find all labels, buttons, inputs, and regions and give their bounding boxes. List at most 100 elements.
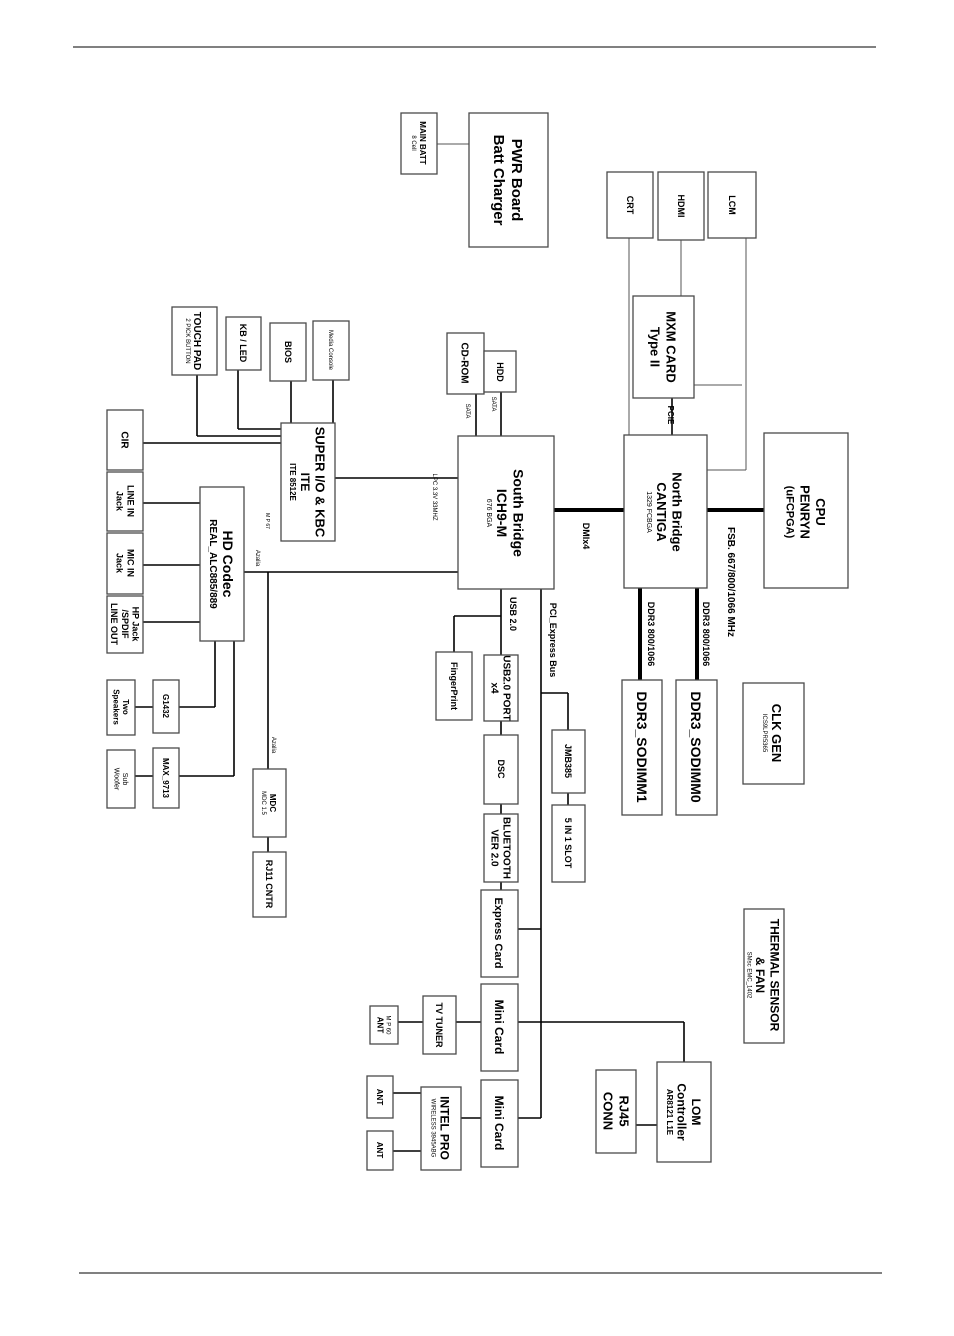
ant-tv-box xyxy=(369,1005,399,1045)
lpc-bus-label: LPC 3.3V 33MHZ xyxy=(431,473,437,520)
touch-pad-label-line: TOUCH PAD xyxy=(191,312,202,371)
ddr3-sodimm0-box xyxy=(675,679,718,816)
pci-express-bus-bus-label: PCI_Express Bus xyxy=(548,603,558,678)
hdd-box xyxy=(483,350,517,393)
lom-label-line: AR8121 L1E xyxy=(665,1089,674,1136)
azalia-1-bus-label: Azalia xyxy=(254,550,260,567)
sata-1-bus-label: SATA xyxy=(464,404,470,419)
rj11-label-line: RJ11 CNTR xyxy=(264,860,274,909)
mic-in-label-line: Jack xyxy=(114,553,124,574)
dmi-bus-label: DMIx4 xyxy=(581,523,591,550)
thermal-label-line: SMsc EMC_1402 xyxy=(746,952,752,999)
fsb-bus-label: FSB. 667/800/1066 MHz xyxy=(725,527,736,637)
south-bridge-label-line: South Bridge xyxy=(511,469,527,557)
rj45-label-line: RJ45 xyxy=(616,1095,631,1126)
super-io-label-line: ITE xyxy=(298,473,312,492)
usb-port-label-line: x4 xyxy=(489,682,500,694)
kb-led-label-line: KB / LED xyxy=(238,324,248,363)
lcm-box xyxy=(707,171,757,239)
mdc-label-line: MDC 1.5 xyxy=(260,791,266,815)
tv-tuner-label-line: TV TUNER xyxy=(434,1003,444,1049)
lom-label-line: LOM xyxy=(689,1099,703,1126)
two-speakers-box xyxy=(106,679,136,736)
cd-rom-box xyxy=(446,332,485,395)
touch-pad-box xyxy=(171,306,218,376)
crt-label-line: CRT xyxy=(625,196,635,215)
mini-card-2-label-line: Mini Card xyxy=(492,1096,506,1151)
sub-woofer-label-line: Woofer xyxy=(112,768,119,791)
main-batt-box xyxy=(400,112,438,175)
mdc-label-line: MDC xyxy=(268,794,277,812)
intel-pro-label-line: WIRELESS 3945ABG xyxy=(430,1099,436,1158)
mxm-label-line: MXM CARD xyxy=(663,311,678,383)
rj11-box xyxy=(252,851,287,918)
super-io-label-line: SUPER I/O & KBC xyxy=(312,427,327,538)
mdc-box xyxy=(252,768,287,838)
ddr3-sodimm0-label-line: DDR3_SODIMM0 xyxy=(688,691,704,802)
express-card-label-line: Express Card xyxy=(492,898,504,969)
clk-gen-label-line: CLK GEN xyxy=(769,704,784,763)
intel-pro-box xyxy=(420,1086,462,1171)
dsc-label: DSC xyxy=(496,759,506,779)
clk-gen-box xyxy=(742,682,805,785)
azalia-2-bus-label: Azalia xyxy=(270,737,276,754)
main-batt-label-line: MAIN BATT xyxy=(418,121,427,165)
hd-codec-box xyxy=(199,486,245,642)
mxm-card-box xyxy=(632,295,695,399)
thermal-label-line: & FAN xyxy=(753,957,767,993)
pwr-board-label-line: PWR Board xyxy=(508,139,525,222)
g1432-label: G1432 xyxy=(161,694,170,719)
ant-2-label-line: ANT xyxy=(375,1142,384,1159)
line-in-box xyxy=(106,471,144,532)
cir-label-line: CIR xyxy=(119,431,130,449)
pwr-board-box xyxy=(468,112,549,248)
crt-box xyxy=(606,171,654,239)
hp-jack-label-line: /SPDIF xyxy=(120,609,130,639)
clk-gen-label-line: ICS9LPR5365 xyxy=(761,714,767,753)
rj45-label-line: CONN xyxy=(601,1092,616,1130)
north-bridge-label-line: North Bridge xyxy=(669,472,684,551)
thermal-box xyxy=(743,908,785,1044)
slot-5in1-label: 5 IN 1 SLOT xyxy=(563,818,573,869)
cpu-box xyxy=(763,432,849,589)
line-in-label-line: LINE IN xyxy=(125,485,135,517)
jmb385-label-line: JMB385 xyxy=(563,744,573,778)
lom-box xyxy=(656,1061,712,1163)
ddr3-sodimm1-box xyxy=(621,679,663,816)
rj11-label: RJ11 CNTR xyxy=(264,860,274,909)
wires xyxy=(135,143,764,1152)
ant-tv-label-line: M P 60 xyxy=(385,1016,391,1036)
north-bridge-label-line: CANTIGA xyxy=(654,482,669,542)
bluetooth-label-line: BLUETOOTH xyxy=(501,817,512,879)
fingerprint-label: FingerPrint xyxy=(449,662,459,710)
mini-card-1-label-line: Mini Card xyxy=(492,1000,506,1055)
max9713-box xyxy=(152,747,180,809)
g1432-box xyxy=(152,679,180,734)
cd-rom-label-line: CD-ROM xyxy=(459,342,470,383)
south-bridge-label-line: 676 BGA xyxy=(485,499,492,528)
cpu-label-line: (uFCPGA) xyxy=(784,486,796,539)
media-console-label: Media Console xyxy=(327,330,333,371)
cir-box xyxy=(106,409,144,471)
ddr3-sodimm1-label-line: DDR3_SODIMM1 xyxy=(634,691,650,802)
mp67-bus-label: M P 67 xyxy=(264,513,270,529)
hp-jack-label-line: LINE OUT xyxy=(109,603,119,646)
fingerprint-box xyxy=(435,651,473,721)
hp-jack-label-line: HP Jack xyxy=(131,607,141,643)
express-card-label: Express Card xyxy=(492,898,504,969)
tv-tuner-box xyxy=(422,995,457,1055)
south-bridge-label-line: ICH9-M xyxy=(494,489,510,537)
mic-in-label-line: MIC IN xyxy=(125,549,135,577)
fingerprint-label-line: FingerPrint xyxy=(449,662,459,710)
